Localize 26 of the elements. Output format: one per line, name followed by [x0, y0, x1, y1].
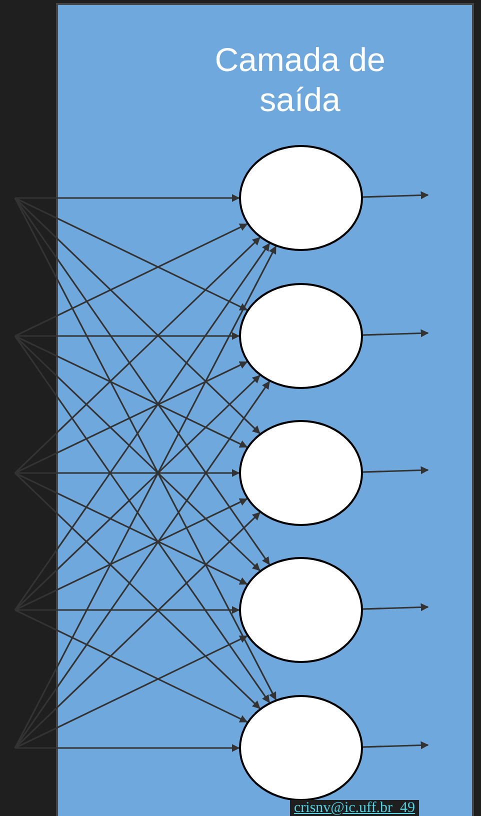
arrow — [14, 198, 277, 700]
arrow — [14, 635, 248, 749]
arrow — [14, 336, 270, 704]
arrow — [14, 361, 248, 474]
arrow — [14, 472, 248, 585]
arrow — [15, 606, 240, 614]
arrow — [14, 237, 260, 474]
arrow — [15, 469, 240, 477]
arrow — [14, 197, 248, 311]
arrow — [362, 741, 429, 750]
arrow — [362, 603, 429, 612]
arrow — [14, 335, 248, 448]
email-link: crisnv@ic.uff.br_49 — [290, 800, 420, 816]
arrow — [362, 466, 429, 474]
arrow — [15, 332, 240, 340]
arrow — [14, 223, 248, 337]
arrow — [15, 194, 240, 202]
arrow — [14, 498, 248, 611]
arrow — [14, 609, 248, 723]
arrow — [14, 472, 260, 709]
arrow — [362, 191, 429, 200]
arrow — [14, 246, 277, 748]
arrow — [362, 329, 429, 338]
arrow — [15, 744, 240, 752]
arrow — [14, 242, 270, 610]
layer-title: Camada de saída — [214, 40, 386, 120]
